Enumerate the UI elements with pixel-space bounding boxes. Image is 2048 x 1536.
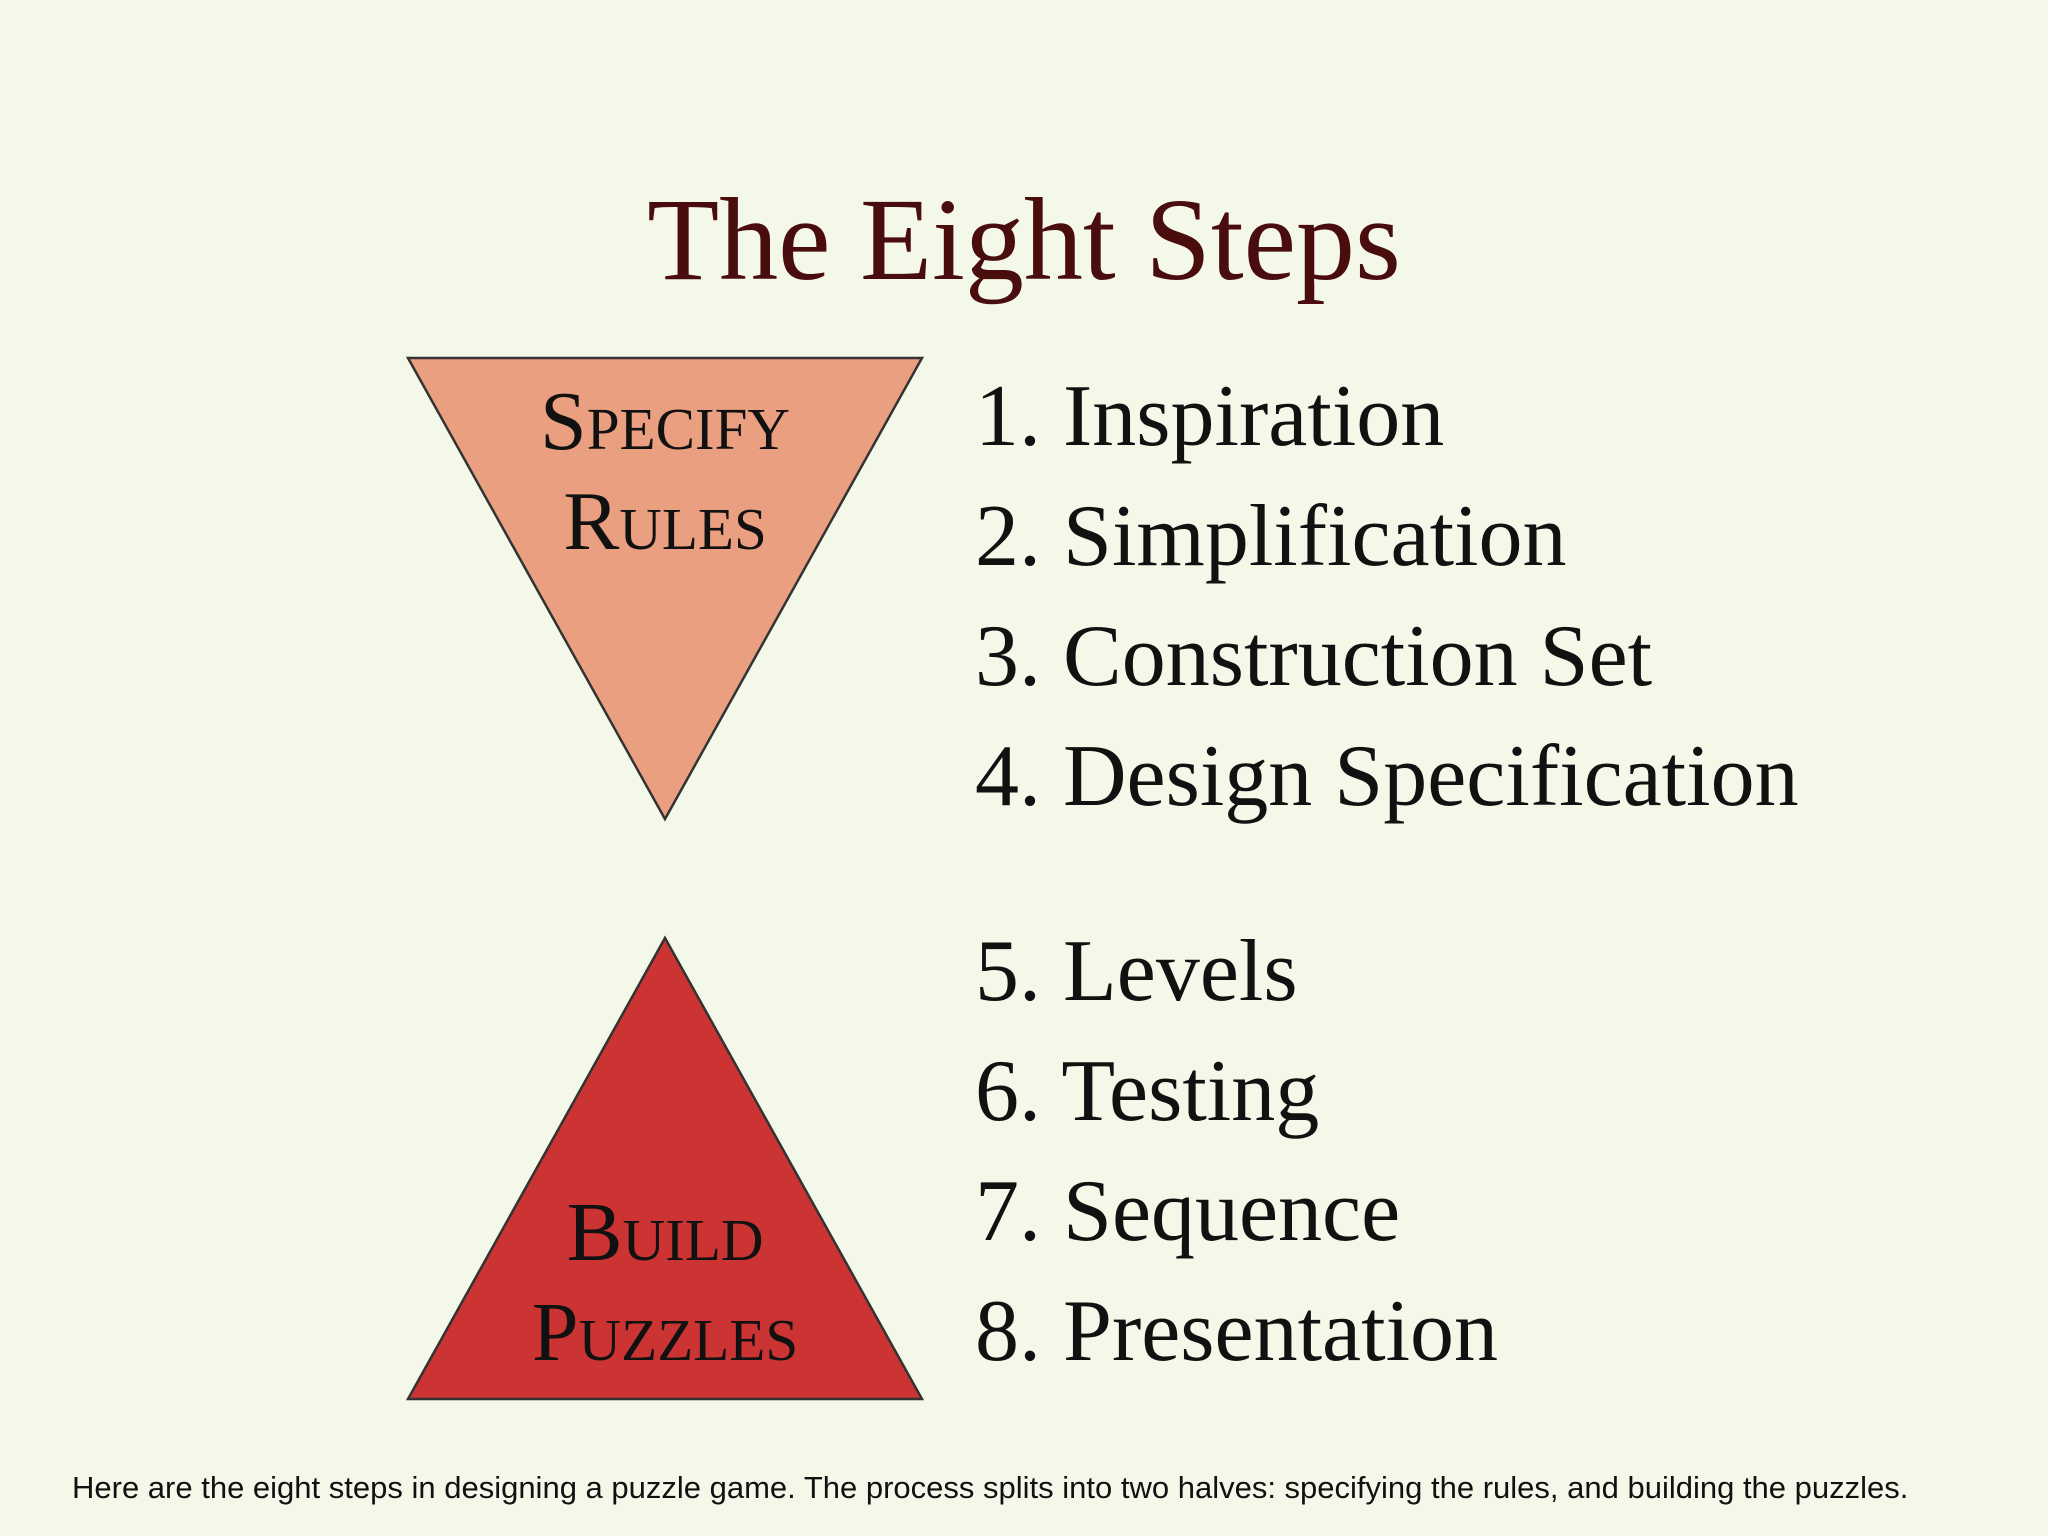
step-item: 6. Testing (975, 1043, 1320, 1140)
specify-label-line1: Specify (540, 375, 790, 468)
step-item: 7. Sequence (975, 1163, 1401, 1260)
step-item: 8. Presentation (975, 1283, 1499, 1380)
specify-rules-triangle (405, 356, 925, 822)
slide-title: The Eight Steps (647, 174, 1401, 305)
step-item: 3. Construction Set (975, 608, 1653, 705)
specify-rules-label: Specify Rules (405, 372, 925, 572)
build-label-line2: Puzzles (531, 1286, 799, 1379)
step-item: 1. Inspiration (975, 368, 1445, 465)
step-item: 2. Simplification (975, 488, 1567, 585)
build-puzzles-label: Build Puzzles (405, 1183, 925, 1383)
specify-label-line2: Rules (563, 475, 767, 568)
step-item: 4. Design Specification (975, 728, 1799, 825)
steps-list-build: 5. Levels 6. Testing 7. Sequence 8. Pres… (975, 912, 1498, 1392)
steps-list-specify: 1. Inspiration 2. Simplification 3. Cons… (975, 357, 1799, 837)
build-triangle-shape (405, 935, 925, 1401)
build-puzzles-triangle (405, 935, 925, 1401)
slide-notes: Here are the eight steps in designing a … (72, 1470, 1909, 1505)
build-label-line1: Build (566, 1186, 764, 1279)
specify-triangle-shape (405, 356, 925, 822)
step-item: 5. Levels (975, 923, 1298, 1020)
